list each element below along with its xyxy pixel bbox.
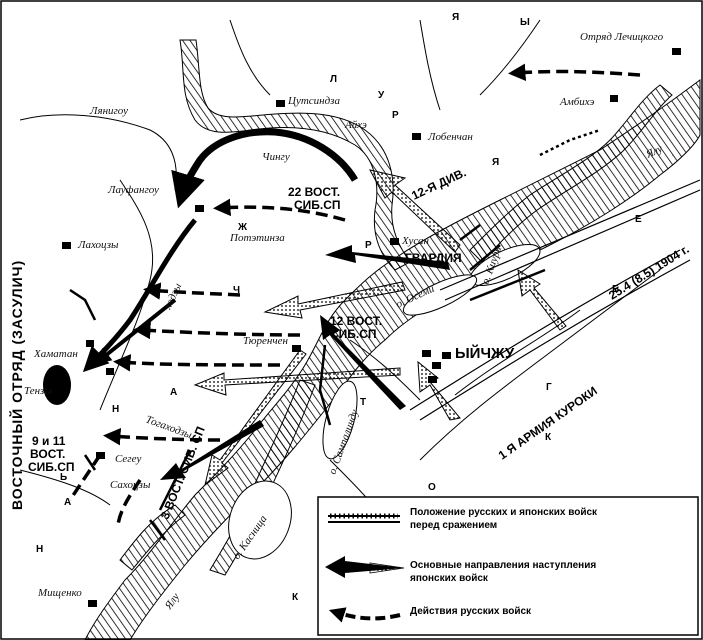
unit-22-line1: 22 ВОСТ. (288, 185, 340, 199)
japanese-attack-arrows (160, 169, 567, 487)
label-otryad: Отряд Лечицкого (580, 31, 664, 43)
unit-22-line2: СИБ.СП (294, 198, 341, 212)
letter: Я (492, 157, 499, 168)
letter: А (170, 387, 177, 398)
legend-item2-line1: Основные направления наступления (410, 560, 596, 571)
unit-12-line1: 12 ВОСТ. (330, 314, 382, 328)
letter: Г (546, 382, 552, 393)
letter: Ж (237, 222, 248, 233)
label-khusan: Хусан (401, 235, 429, 247)
label-lyanshigou: Лянигоу (89, 105, 128, 117)
unit-gvardia: ГВАРДИЯ (405, 251, 462, 265)
river-left-bottom (119, 504, 186, 571)
island-osemi (402, 274, 478, 316)
letter: Н (112, 404, 119, 415)
label-sakhotsi: Сахоцзы (110, 479, 151, 491)
tenzy-position (43, 365, 71, 405)
label-lakhotsen: Лахоцзы (77, 239, 119, 251)
label-tenzy: Тензы (24, 385, 52, 397)
label-lobenchan: Лобенчан (427, 131, 473, 143)
letter: Е (635, 214, 642, 225)
letter: К (545, 432, 552, 443)
letter: О (428, 482, 436, 493)
label-laoshankhi: Айхэ (344, 119, 367, 131)
letter: Ч (233, 285, 240, 296)
unit-12-line2: СИБ.СП (330, 327, 377, 341)
legend-symbol-russian (328, 607, 401, 623)
label-potsinyaza: Потэтинза (229, 232, 285, 244)
letter: Т (360, 397, 366, 408)
letter: Ы (520, 17, 530, 28)
label-chingu: Чингу (262, 151, 290, 163)
legend-symbol-japanese (325, 556, 404, 578)
letter: Б (612, 284, 619, 295)
letter: Ь (60, 472, 67, 483)
label-mishchenko: Мищенко (37, 587, 82, 599)
label-ichzhu: ЫЙЧЖУ (455, 344, 515, 362)
label-tsutsindza: Цутсиндза (287, 95, 340, 107)
label-laufangou: Лауфангоу (107, 184, 159, 196)
unit-9-line3: СИБ.СП (28, 460, 75, 474)
letter: Р (392, 110, 399, 121)
letter: У (378, 90, 385, 101)
label-vostochny-otryad: ВОСТОЧНЫЙ ОТРЯД (ЗАСУЛИЧ) (8, 260, 25, 510)
label-ambikhe: Амбихэ (559, 96, 595, 108)
letter: К (292, 592, 299, 603)
legend-item1-line2: перед сражением (410, 520, 497, 531)
roads (409, 179, 701, 421)
legend-item3: Действия русских войск (410, 606, 532, 617)
russian-actions (68, 63, 641, 526)
legend-symbol-positions (328, 513, 400, 523)
letter: Я (452, 12, 459, 23)
label-khamatan: Хаматан (33, 348, 78, 360)
russian-retreat-arc (171, 128, 359, 209)
unit-9-line2: ВОСТ. (30, 447, 65, 461)
letter: Н (36, 544, 43, 555)
label-cheguo: Сегеу (115, 453, 141, 465)
letter: Л (330, 74, 337, 85)
label-tyurenchen: Тюренчен (243, 335, 288, 347)
russian-arc-left2 (95, 298, 177, 364)
letter: Р (365, 240, 372, 251)
legend-item1-line1: Положение русских и японских войск (410, 507, 598, 518)
scattered-letters: Я Л У Р Ж Ч А Н Ь А К О Р Е Я Г Б К Н Ы … (36, 12, 642, 603)
legend: Положение русских и японских войск перед… (317, 496, 699, 636)
unit-markers (62, 48, 681, 607)
river-top-right (469, 84, 673, 263)
island-kasnitsa (228, 480, 292, 560)
legend-item2-line2: японских войск (410, 573, 489, 584)
letter: А (64, 497, 71, 508)
unit-9-line1: 9 и 11 (32, 434, 66, 448)
river-aikhe (179, 39, 411, 271)
